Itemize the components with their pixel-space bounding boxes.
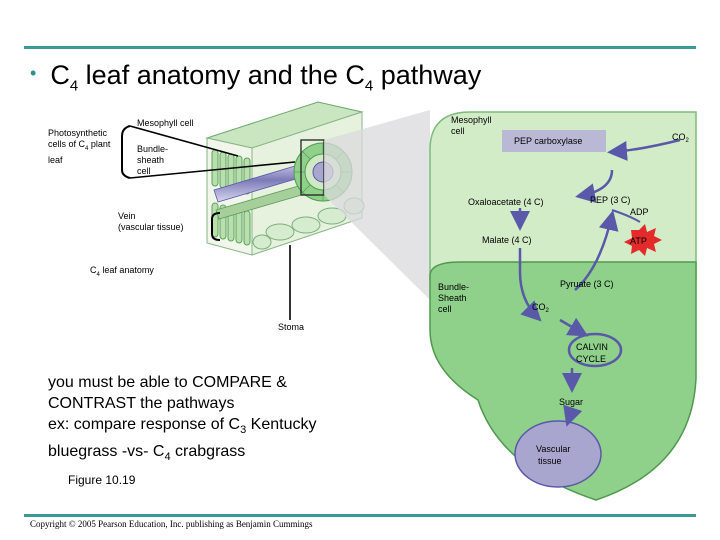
label-oxaloacetate: Oxaloacetate (4 C) xyxy=(468,197,544,207)
label-pyruvate: Pyruate (3 C) xyxy=(560,279,614,289)
label-malate: Malate (4 C) xyxy=(482,235,532,245)
label-sugar: Sugar xyxy=(559,397,583,407)
copyright: Copyright © 2005 Pearson Education, Inc.… xyxy=(30,519,313,529)
vascular-tissue-shape xyxy=(514,420,602,488)
arrow-pyruvate-up xyxy=(574,210,619,291)
label-bundle-3: cell xyxy=(438,304,452,314)
label-pep: PEP (3 C) xyxy=(590,195,630,205)
arrow-sugar-vascular xyxy=(563,404,583,427)
label-bundle-2: Sheath xyxy=(438,293,467,303)
label-calvin-1: CALVIN xyxy=(576,342,608,352)
label-mesophyll-cell-1: Mesophyll xyxy=(451,115,492,125)
pointer-mesophyll xyxy=(129,125,239,157)
title-bullet: • xyxy=(30,63,37,83)
label-photosynthetic-cells: Photosynthetic cells of C4 plant leaf xyxy=(48,128,111,165)
label-stoma: Stoma xyxy=(278,322,305,332)
bracket-vein xyxy=(211,212,221,241)
compare-notes: you must be able to COMPARE & CONTRAST t… xyxy=(48,374,317,464)
label-vascular-1: Vascular xyxy=(536,444,570,454)
label-adp: ADP xyxy=(630,207,649,217)
calvin-cycle-circle xyxy=(567,332,623,368)
pointer-bundle xyxy=(129,161,296,179)
zoom-funnel xyxy=(324,110,430,300)
label-atp: ATP xyxy=(630,236,647,246)
arrow-co2-in xyxy=(607,138,681,161)
figure-label: Figure 10.19 xyxy=(68,473,136,487)
label-calvin-2: CYCLE xyxy=(576,354,606,364)
arrow-adp xyxy=(611,209,641,223)
label-vascular-2: tissue xyxy=(538,456,562,466)
pep-carboxylase-box xyxy=(502,130,606,152)
label-pep-carboxylase: PEP carboxylase xyxy=(514,136,582,146)
label-bundle-1: Bundle- xyxy=(438,282,469,292)
bracket-cells xyxy=(121,125,131,179)
arrow-to-oxaloacetate xyxy=(575,169,614,204)
label-co2-in: CO2 xyxy=(672,132,690,144)
label-vein: Vein (vascular tissue) xyxy=(118,211,184,232)
label-bundle-sheath-cell: Bundle- sheath cell xyxy=(137,144,169,176)
label-mesophyll-cell-2: cell xyxy=(451,126,465,136)
slide-title: •C4 leaf anatomy and the C4 pathway xyxy=(30,60,482,95)
mesophyll-cell-shape xyxy=(429,111,697,281)
arrow-malate-down xyxy=(518,248,542,322)
top-rule xyxy=(24,46,696,49)
label-c4-leaf-anatomy: C4 leaf anatomy xyxy=(90,265,154,278)
arrow-co2-calvin xyxy=(559,317,589,337)
atp-star xyxy=(624,224,662,256)
label-mesophyll-cell: Mesophyll cell xyxy=(137,118,194,128)
bottom-rule xyxy=(24,514,696,517)
label-co2-bundle: CO2 xyxy=(532,302,550,314)
